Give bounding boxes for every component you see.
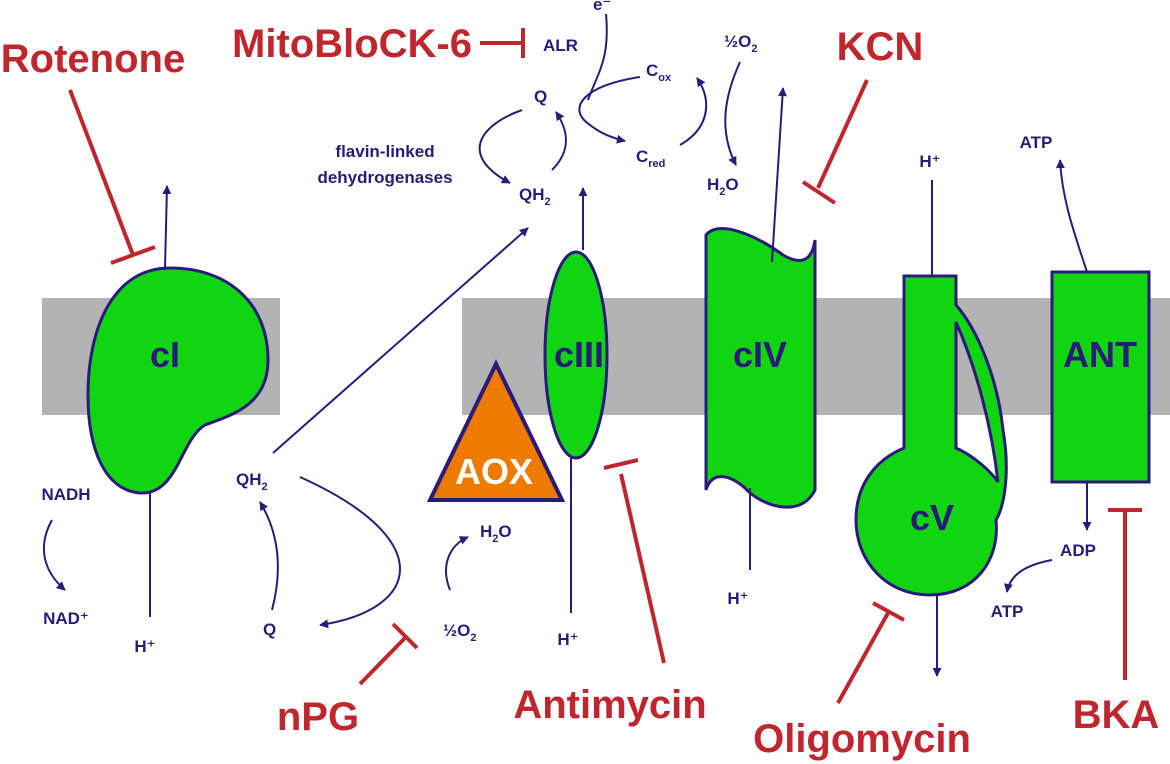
q-reduction-arrow [478,109,523,184]
q-top-label: Q [534,87,547,106]
complex-v-label: cV [910,497,954,538]
npg-inhibition-bar [391,622,419,650]
atp-top-label: ATP [1020,133,1053,152]
rotenone-inhibition-bar [110,245,156,265]
mitoblock-label: MitoBloCK-6 [232,22,472,66]
complex-iv-shape [704,227,817,509]
e-minus-label: e⁻ [593,0,611,14]
h-plus-ciii-label: H⁺ [557,630,578,649]
half-o2-bottom-label: ½O2 [443,621,477,644]
antimycin-inhibition-line [619,473,666,664]
flavin-label-line2: dehydrogenases [317,168,452,187]
complex-iii-shape [543,250,609,460]
kcn-label: KCN [837,25,924,69]
oligomycin-inhibition-line [836,612,890,704]
aox-oxygen-arrow [445,536,469,591]
h-plus-civ-top-label: H⁺ [919,152,940,171]
qh2-bottom-label: QH2 [236,470,268,493]
half-o2-top-label: ½O2 [724,32,758,55]
flavin-label-line1: flavin-linked [335,142,434,161]
antimycin-label: Antimycin [513,683,706,727]
aox-shape [426,359,566,502]
cyt-c-reduction-arrow [578,76,641,144]
kcn-inhibition-bar [801,180,837,205]
npg-inhibition-line [358,636,407,686]
cyt-c-oxidation-arrow [679,77,708,146]
complex-v-shape [854,274,1008,597]
complex-i-proton-arrow [162,185,172,269]
adp-to-atp-arrow [1003,559,1053,593]
h-plus-civ-label: H⁺ [727,589,748,608]
qh2-top-label: QH2 [519,185,551,208]
alr-label: ALR [543,36,578,55]
cyt-c-red-label: Cred [636,147,665,170]
nadh-label: NADH [41,485,90,504]
oligomycin-inhibition-bar [872,601,905,622]
oxygen-reduction-arrow [724,61,741,166]
qh2-to-ciii-arrow [272,227,529,454]
aox-label: AOX [455,451,533,492]
h-plus-ci-label: H⁺ [134,637,155,656]
h2o-mid-label: H2O [480,522,512,545]
antimycin-inhibition-bar [603,458,639,470]
complex-iv-label: cIV [733,334,787,375]
atp-bottom-label: ATP [991,602,1024,621]
complex-iv-proton-arrow [771,87,787,263]
q-to-qh2-arrow [259,501,279,611]
npg-label: nPG [277,695,359,739]
qh2-to-aox-arrow [299,476,401,629]
nad-plus-label: NAD⁺ [43,609,89,628]
q-bottom-label: Q [263,620,276,639]
rotenone-inhibition-line [68,89,135,256]
cyt-c-ox-label: Cox [646,61,672,84]
ant-atp-out-arrow [1055,159,1088,273]
kcn-inhibition-line [816,79,869,189]
complex-i-label: cI [150,334,180,375]
qh2-oxidation-arrow [551,111,567,171]
ant-label: ANT [1063,334,1137,375]
oligomycin-label: Oligomycin [753,717,971,761]
complex-i-shape [86,266,270,495]
rotenone-label: Rotenone [1,37,185,81]
electron-arrow [587,13,608,101]
nadh-arrow [42,519,66,591]
adp-label: ADP [1060,541,1096,560]
h2o-top-label: H2O [707,175,739,198]
complex-iii-label: cIII [554,334,604,375]
ant-shape [1050,270,1151,484]
bka-label: BKA [1073,693,1160,737]
